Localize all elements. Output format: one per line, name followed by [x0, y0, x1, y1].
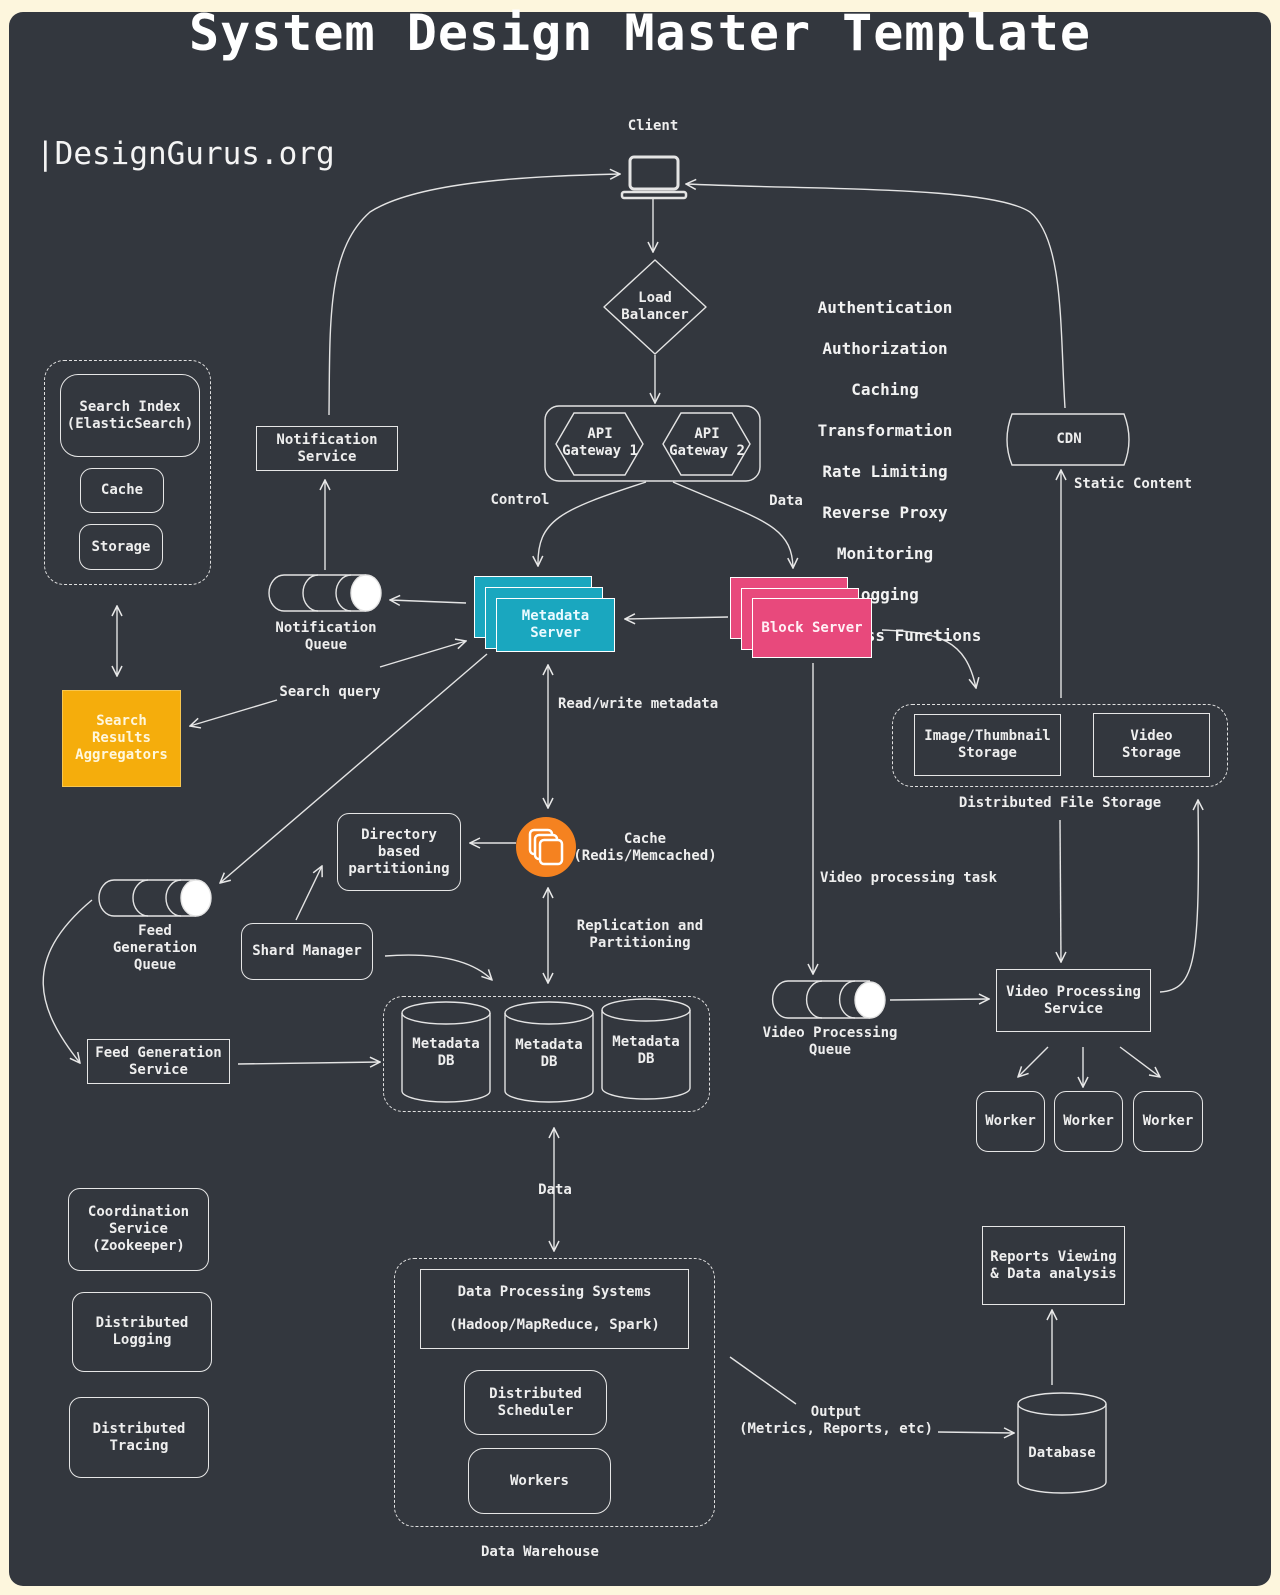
gateway-2-hexagon: [662, 412, 751, 476]
data-edge-label: Data: [769, 493, 803, 509]
file-storage-label: Distributed File Storage: [958, 795, 1162, 811]
search-query-label: Search query: [279, 684, 381, 700]
database-shape: [1017, 1392, 1107, 1494]
processing-title: Data Processing Systems: [457, 1284, 652, 1300]
search-cache-node: Cache: [80, 468, 164, 513]
laptop-icon: [620, 155, 688, 200]
feature-monitoring: Monitoring: [836, 543, 934, 563]
search-cluster: [44, 360, 211, 585]
distributed-file-storage: [892, 704, 1228, 787]
distributed-scheduler: Distributed Scheduler: [464, 1370, 607, 1435]
worker-3: Worker: [1133, 1091, 1203, 1152]
output-label: Output (Metrics, Reports, etc): [739, 1404, 933, 1437]
metadata-db-group: [383, 996, 710, 1112]
notification-service: Notification Service: [256, 426, 398, 471]
image-thumbnail-storage: Image/Thumbnail Storage: [914, 714, 1061, 776]
search-results-aggregators: Search Results Aggregators: [62, 690, 181, 787]
worker-1: Worker: [976, 1091, 1045, 1152]
cdn-label: CDN: [1056, 431, 1082, 447]
gateway-1-hexagon: [555, 412, 644, 476]
metadata-db-1: Metadata DB: [412, 1036, 480, 1069]
feed-queue-shape: [98, 879, 212, 917]
data-processing-systems: Data Processing Systems (Hadoop/MapReduc…: [420, 1269, 689, 1349]
cache-stack-icon: [516, 817, 576, 877]
video-task-label: Video processing task: [820, 870, 998, 886]
video-queue-label: Video Processing Queue: [762, 1025, 898, 1058]
directory-partitioning: Directory based partitioning: [337, 813, 461, 891]
read-write-metadata-label: Read/write metadata: [558, 696, 719, 712]
distributed-tracing: Distributed Tracing: [69, 1397, 209, 1478]
cdn-shape: [1006, 413, 1130, 466]
feed-queue-label: Feed Generation Queue: [112, 923, 198, 973]
static-content-label: Static Content: [1074, 476, 1193, 492]
search-index-node: Search Index (ElasticSearch): [60, 374, 200, 457]
cache-label: Cache (Redis/Memcached): [573, 831, 717, 864]
feature-reverse-proxy: Reverse Proxy: [822, 502, 948, 522]
distributed-logging: Distributed Logging: [72, 1292, 212, 1372]
feature-rate-limiting: Rate Limiting: [822, 461, 948, 481]
client-label: Client: [627, 118, 679, 134]
load-balancer-shape: [603, 259, 707, 355]
api-gateway-1: API Gateway 1: [562, 426, 638, 459]
feature-transformation: Transformation: [817, 420, 953, 440]
feed-generation-service: Feed Generation Service: [87, 1039, 230, 1084]
feature-caching: Caching: [851, 379, 919, 399]
warehouse-workers: Workers: [468, 1448, 611, 1514]
replication-label: Replication and Partitioning: [576, 918, 704, 951]
search-storage-node: Storage: [79, 524, 163, 570]
cache-stack-glyph: [528, 828, 564, 866]
feature-authentication: Authentication: [817, 297, 953, 317]
warehouse-data-label: Data: [538, 1182, 572, 1198]
notification-queue-label: Notification Queue: [275, 620, 377, 653]
diagram-title: System Design Master Template: [189, 4, 1091, 62]
feature-authorization: Authorization: [822, 338, 948, 358]
metadata-db-2-shape: [504, 1001, 594, 1103]
gateway-group-frame: [544, 405, 761, 482]
data-warehouse-label: Data Warehouse: [480, 1544, 599, 1560]
load-balancer-label: Load Balancer: [621, 290, 689, 323]
metadata-server: Metadata Server: [496, 598, 615, 652]
brand-label: |DesignGurus.org: [36, 136, 335, 172]
worker-2: Worker: [1054, 1091, 1123, 1152]
reports-viewing: Reports Viewing & Data analysis: [982, 1226, 1125, 1305]
metadata-db-3: Metadata DB: [612, 1034, 680, 1067]
block-server: Block Server: [752, 598, 872, 658]
data-warehouse: [394, 1258, 715, 1527]
database-label: Database: [1028, 1445, 1096, 1461]
metadata-db-2: Metadata DB: [515, 1037, 583, 1070]
processing-tools: (Hadoop/MapReduce, Spark): [449, 1317, 660, 1333]
notification-queue-shape: [268, 574, 382, 612]
shard-manager: Shard Manager: [241, 923, 373, 980]
api-gateway-2: API Gateway 2: [669, 426, 745, 459]
arrows: [42, 174, 1198, 1433]
video-queue-shape: [771, 980, 886, 1019]
video-storage: Video Storage: [1093, 713, 1210, 777]
control-edge-label: Control: [490, 492, 550, 508]
video-processing-service: Video Processing Service: [996, 969, 1151, 1032]
coordination-service: Coordination Service (Zookeeper): [68, 1188, 209, 1271]
